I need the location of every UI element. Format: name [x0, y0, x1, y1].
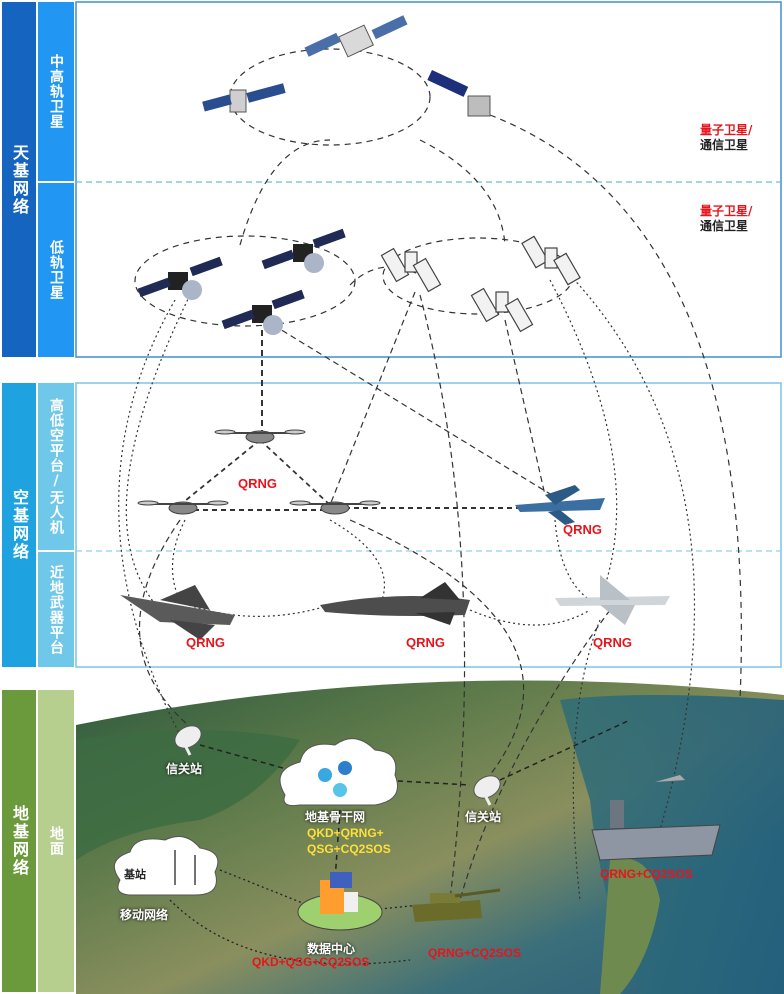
jet-icon-left: [120, 585, 235, 640]
ground-sub-label: 地面: [38, 690, 74, 992]
high-orbit-satellite-label: 中高轨卫星: [38, 2, 74, 181]
qrng-label-uav: QRNG: [563, 522, 602, 537]
landmass: [76, 730, 300, 860]
drone-icon-left: [137, 500, 229, 515]
low-sat-note-red: 量子卫星/: [700, 204, 753, 218]
backbone-line1: QKD+QRNG+: [307, 826, 384, 840]
backbone-cloud-icon: [279, 738, 398, 806]
qrng-label-drone: QRNG: [238, 476, 277, 491]
gateway-label-left: 信关站: [166, 762, 203, 776]
space-panel: [75, 1, 782, 358]
satellite-icon-geo-top: [304, 15, 408, 58]
ground-network-label: 地基网络: [2, 690, 36, 992]
drone-icon-top: [214, 429, 306, 444]
drone-icon-mid: [289, 500, 381, 515]
low-sat-note: 量子卫星/ 通信卫星: [700, 204, 752, 234]
high-sat-note-black: 通信卫星: [700, 138, 749, 152]
satellite-icon-leo-1: [137, 256, 223, 300]
qrng-label-jet-left: QRNG: [186, 635, 225, 650]
satellite-icon-leo-6: [521, 235, 581, 286]
space-network-label: 天基网络: [2, 2, 36, 357]
satellite-dish-icon-right: [473, 775, 501, 806]
carrier-icon: [591, 775, 721, 861]
datacenter-title: 数据中心: [307, 942, 356, 956]
high-sat-note-red: 量子卫星/: [700, 123, 753, 137]
low-sat-note-black: 通信卫星: [700, 219, 749, 233]
tank-line: QRNG+CQ2SOS: [428, 946, 522, 960]
satellite-icon-leo-4: [380, 247, 442, 293]
air-network-label: 空基网络: [2, 383, 36, 667]
datacenter-line: QKD+QSG+CQ2SOS: [252, 955, 370, 969]
satellite-icon-leo-2: [261, 228, 346, 273]
jet-icon-mid: [320, 582, 470, 625]
jet-icon-right: [555, 575, 670, 625]
low-orbit-satellite-label: 低轨卫星: [38, 183, 74, 357]
aerial-platform-label: 高低空平台/无人机: [38, 383, 74, 550]
carrier-line: QRNG+CQ2SOS: [600, 867, 694, 881]
datacenter-icon: [297, 872, 383, 931]
satellite-icon-leo-5: [470, 287, 534, 333]
satellite-dish-icon-left: [174, 725, 202, 756]
qrng-label-jet-mid: QRNG: [406, 635, 445, 650]
near-ground-weapon-label: 近地武器平台: [38, 552, 74, 667]
satellite-icon-leo-3: [221, 289, 305, 335]
island: [600, 858, 660, 994]
tank-icon: [412, 888, 501, 922]
qrng-label-jet-right: QRNG: [593, 635, 632, 650]
high-sat-note: 量子卫星/ 通信卫星: [700, 123, 752, 153]
backbone-line2: QSG+CQ2SOS: [307, 842, 391, 856]
gateway-label-right: 信关站: [465, 810, 502, 824]
satellite-icon-geo-right: [427, 70, 491, 117]
satellite-icon-geo-left: [202, 83, 286, 113]
uav-icon-right: [515, 485, 605, 525]
backbone-title: 地基骨干网: [305, 810, 366, 824]
mobile-network-label: 移动网络: [120, 908, 169, 922]
mobile-cloud-icon: [113, 835, 219, 896]
base-station-label: 基站: [124, 868, 146, 881]
